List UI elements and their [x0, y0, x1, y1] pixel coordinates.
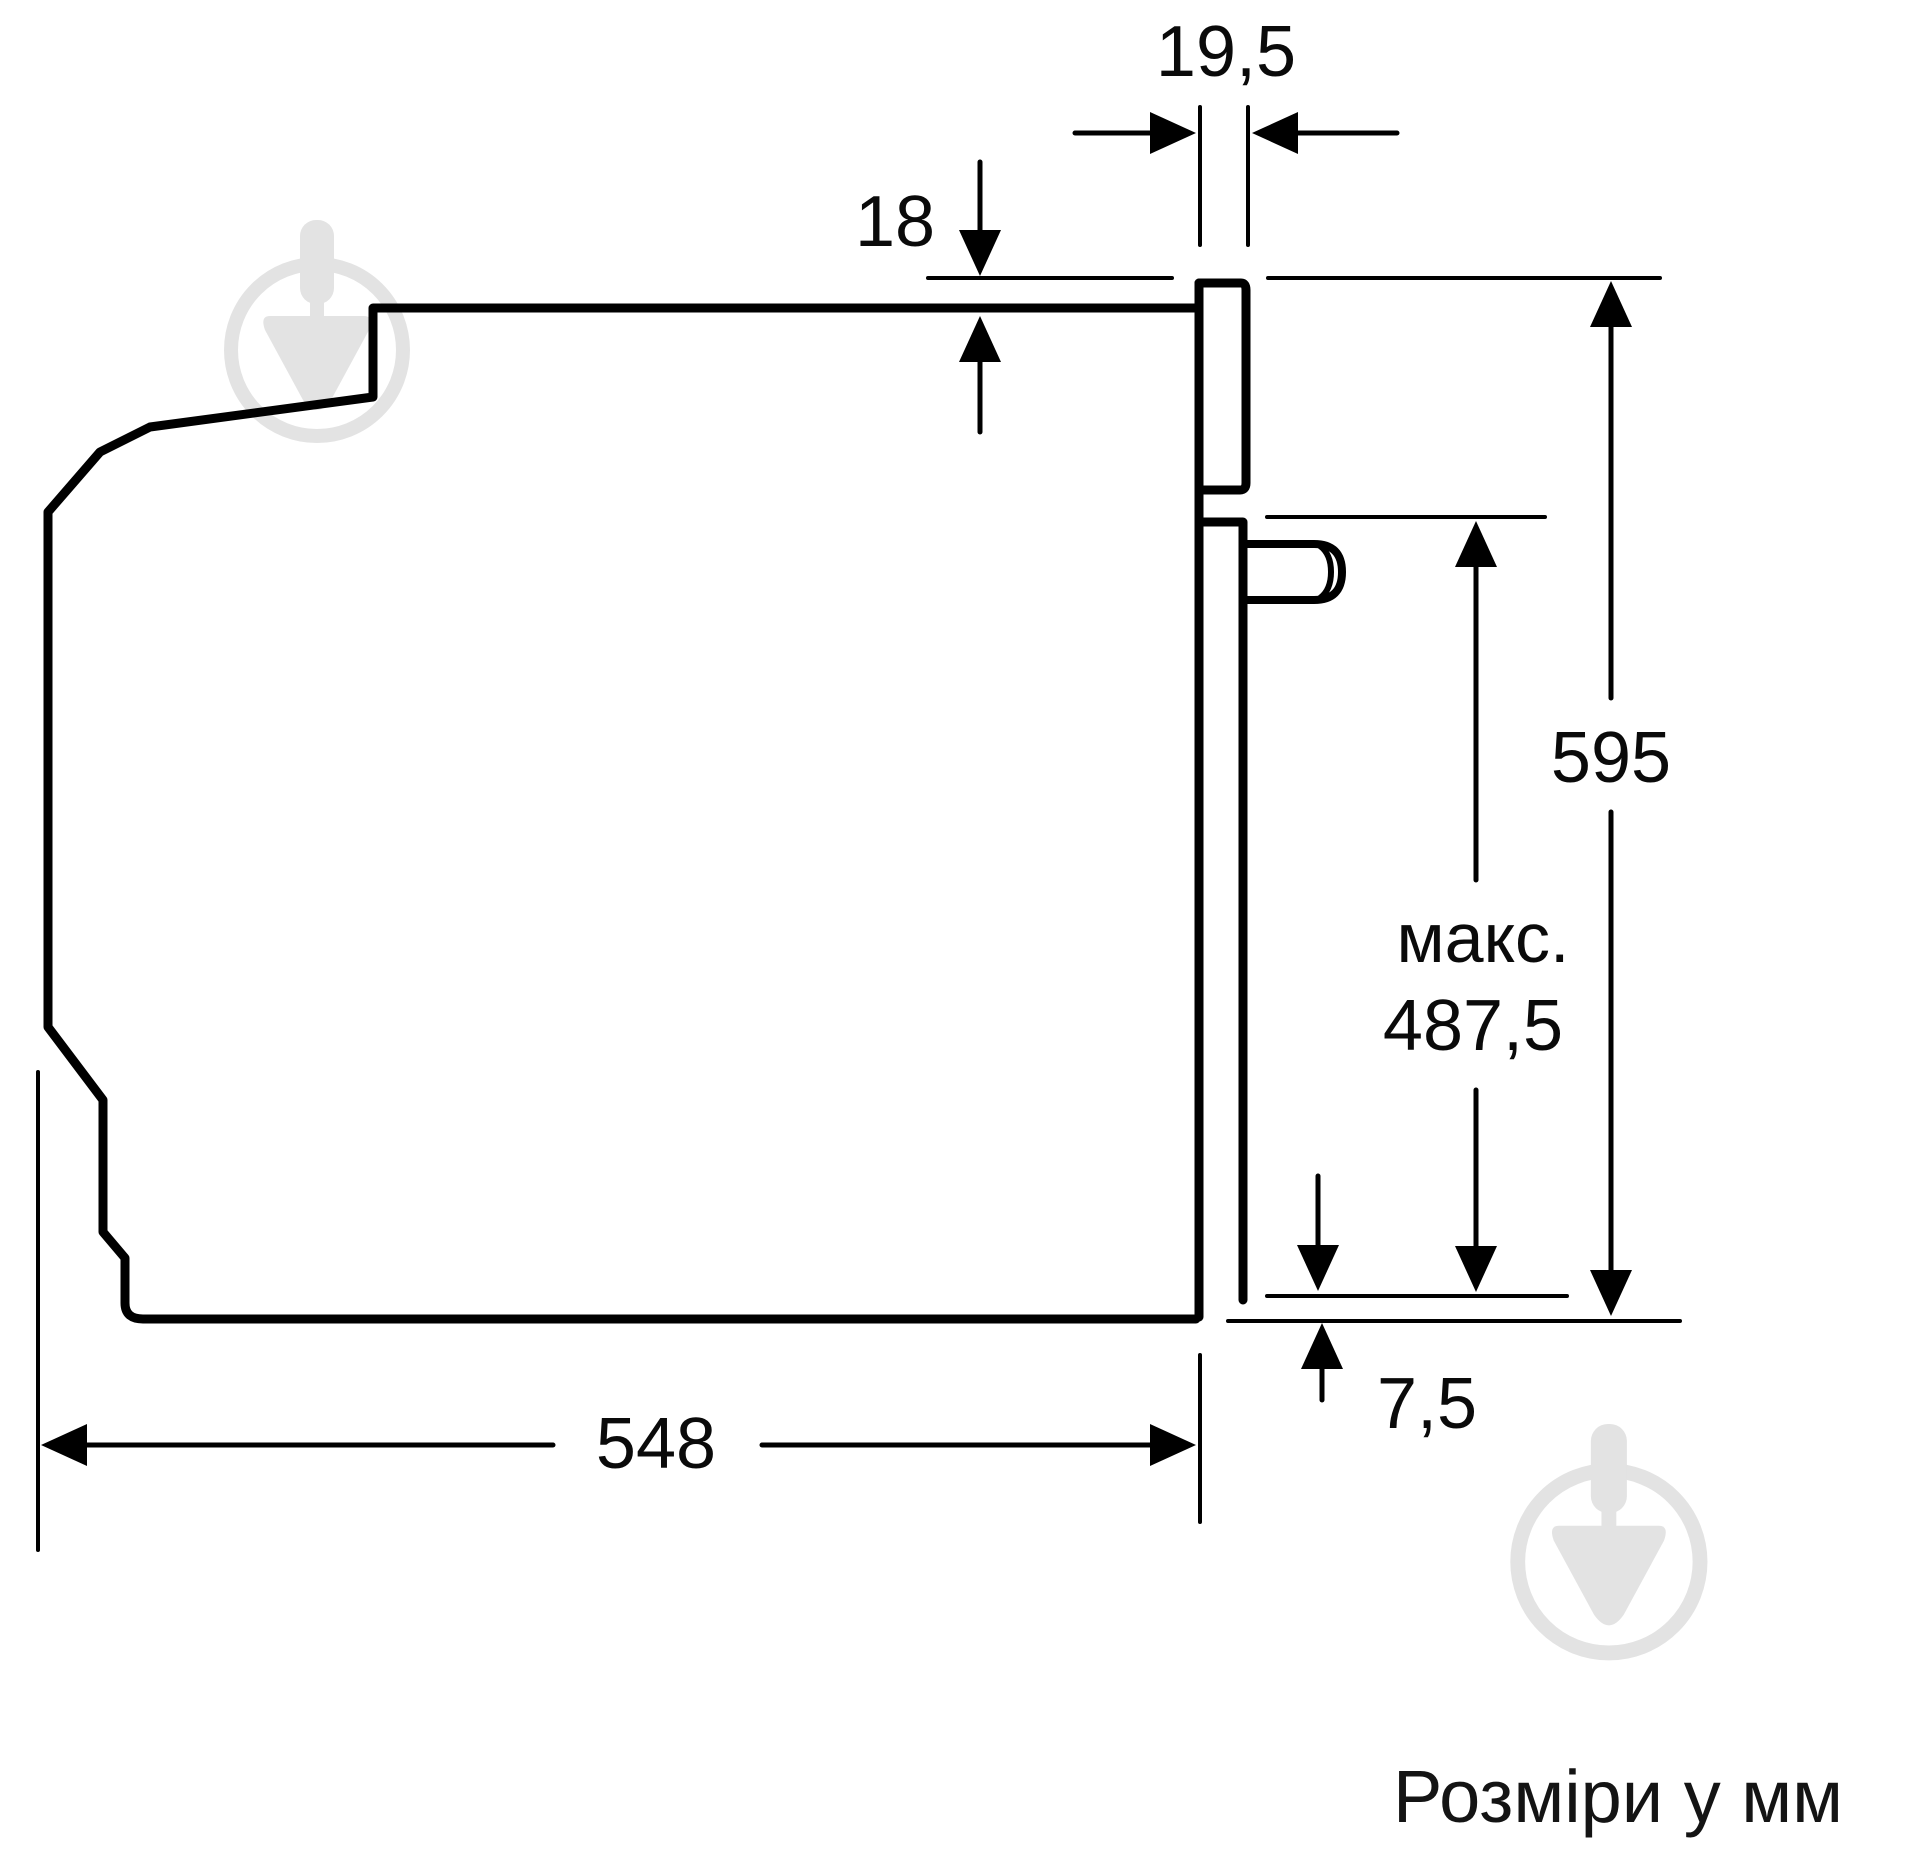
arrowhead-up-icon	[1301, 1323, 1343, 1369]
front-trim	[1194, 278, 1251, 495]
watermark-logo-icon	[224, 220, 410, 443]
arrowhead-down-icon	[1297, 1245, 1339, 1291]
arrowhead-up-icon	[959, 316, 1001, 362]
arrowhead-down-icon	[1455, 1246, 1497, 1292]
arrowhead-down-icon	[1590, 1270, 1632, 1316]
arrowhead-right-icon	[1150, 112, 1196, 154]
body-outline	[43, 303, 1201, 1324]
units-note: Розміри у мм	[1392, 1755, 1844, 1838]
watermark-logo-icon	[1510, 1424, 1708, 1661]
dim-label-max-prefix: макс.	[1396, 899, 1570, 977]
door-front	[1194, 517, 1248, 1305]
dim-label-body-depth: 548	[595, 1404, 717, 1484]
arrowhead-left-icon	[1252, 112, 1298, 154]
dim-label-front-frame-depth: 19,5	[1155, 12, 1297, 92]
dim-label-bottom-gap: 7,5	[1376, 1364, 1478, 1444]
arrowhead-up-icon	[1455, 521, 1497, 567]
arrowhead-left-icon	[41, 1424, 87, 1466]
door-handle-inner-line	[1317, 543, 1334, 601]
arrowhead-down-icon	[959, 230, 1001, 276]
dim-label-appliance-height: 595	[1550, 718, 1672, 798]
arrowhead-up-icon	[1590, 281, 1632, 327]
arrowhead-right-icon	[1150, 1424, 1196, 1466]
dim-label-top-overhang: 18	[854, 182, 936, 262]
door-handle	[1242, 540, 1346, 604]
dim-label-max-door-value: 487,5	[1382, 986, 1564, 1066]
